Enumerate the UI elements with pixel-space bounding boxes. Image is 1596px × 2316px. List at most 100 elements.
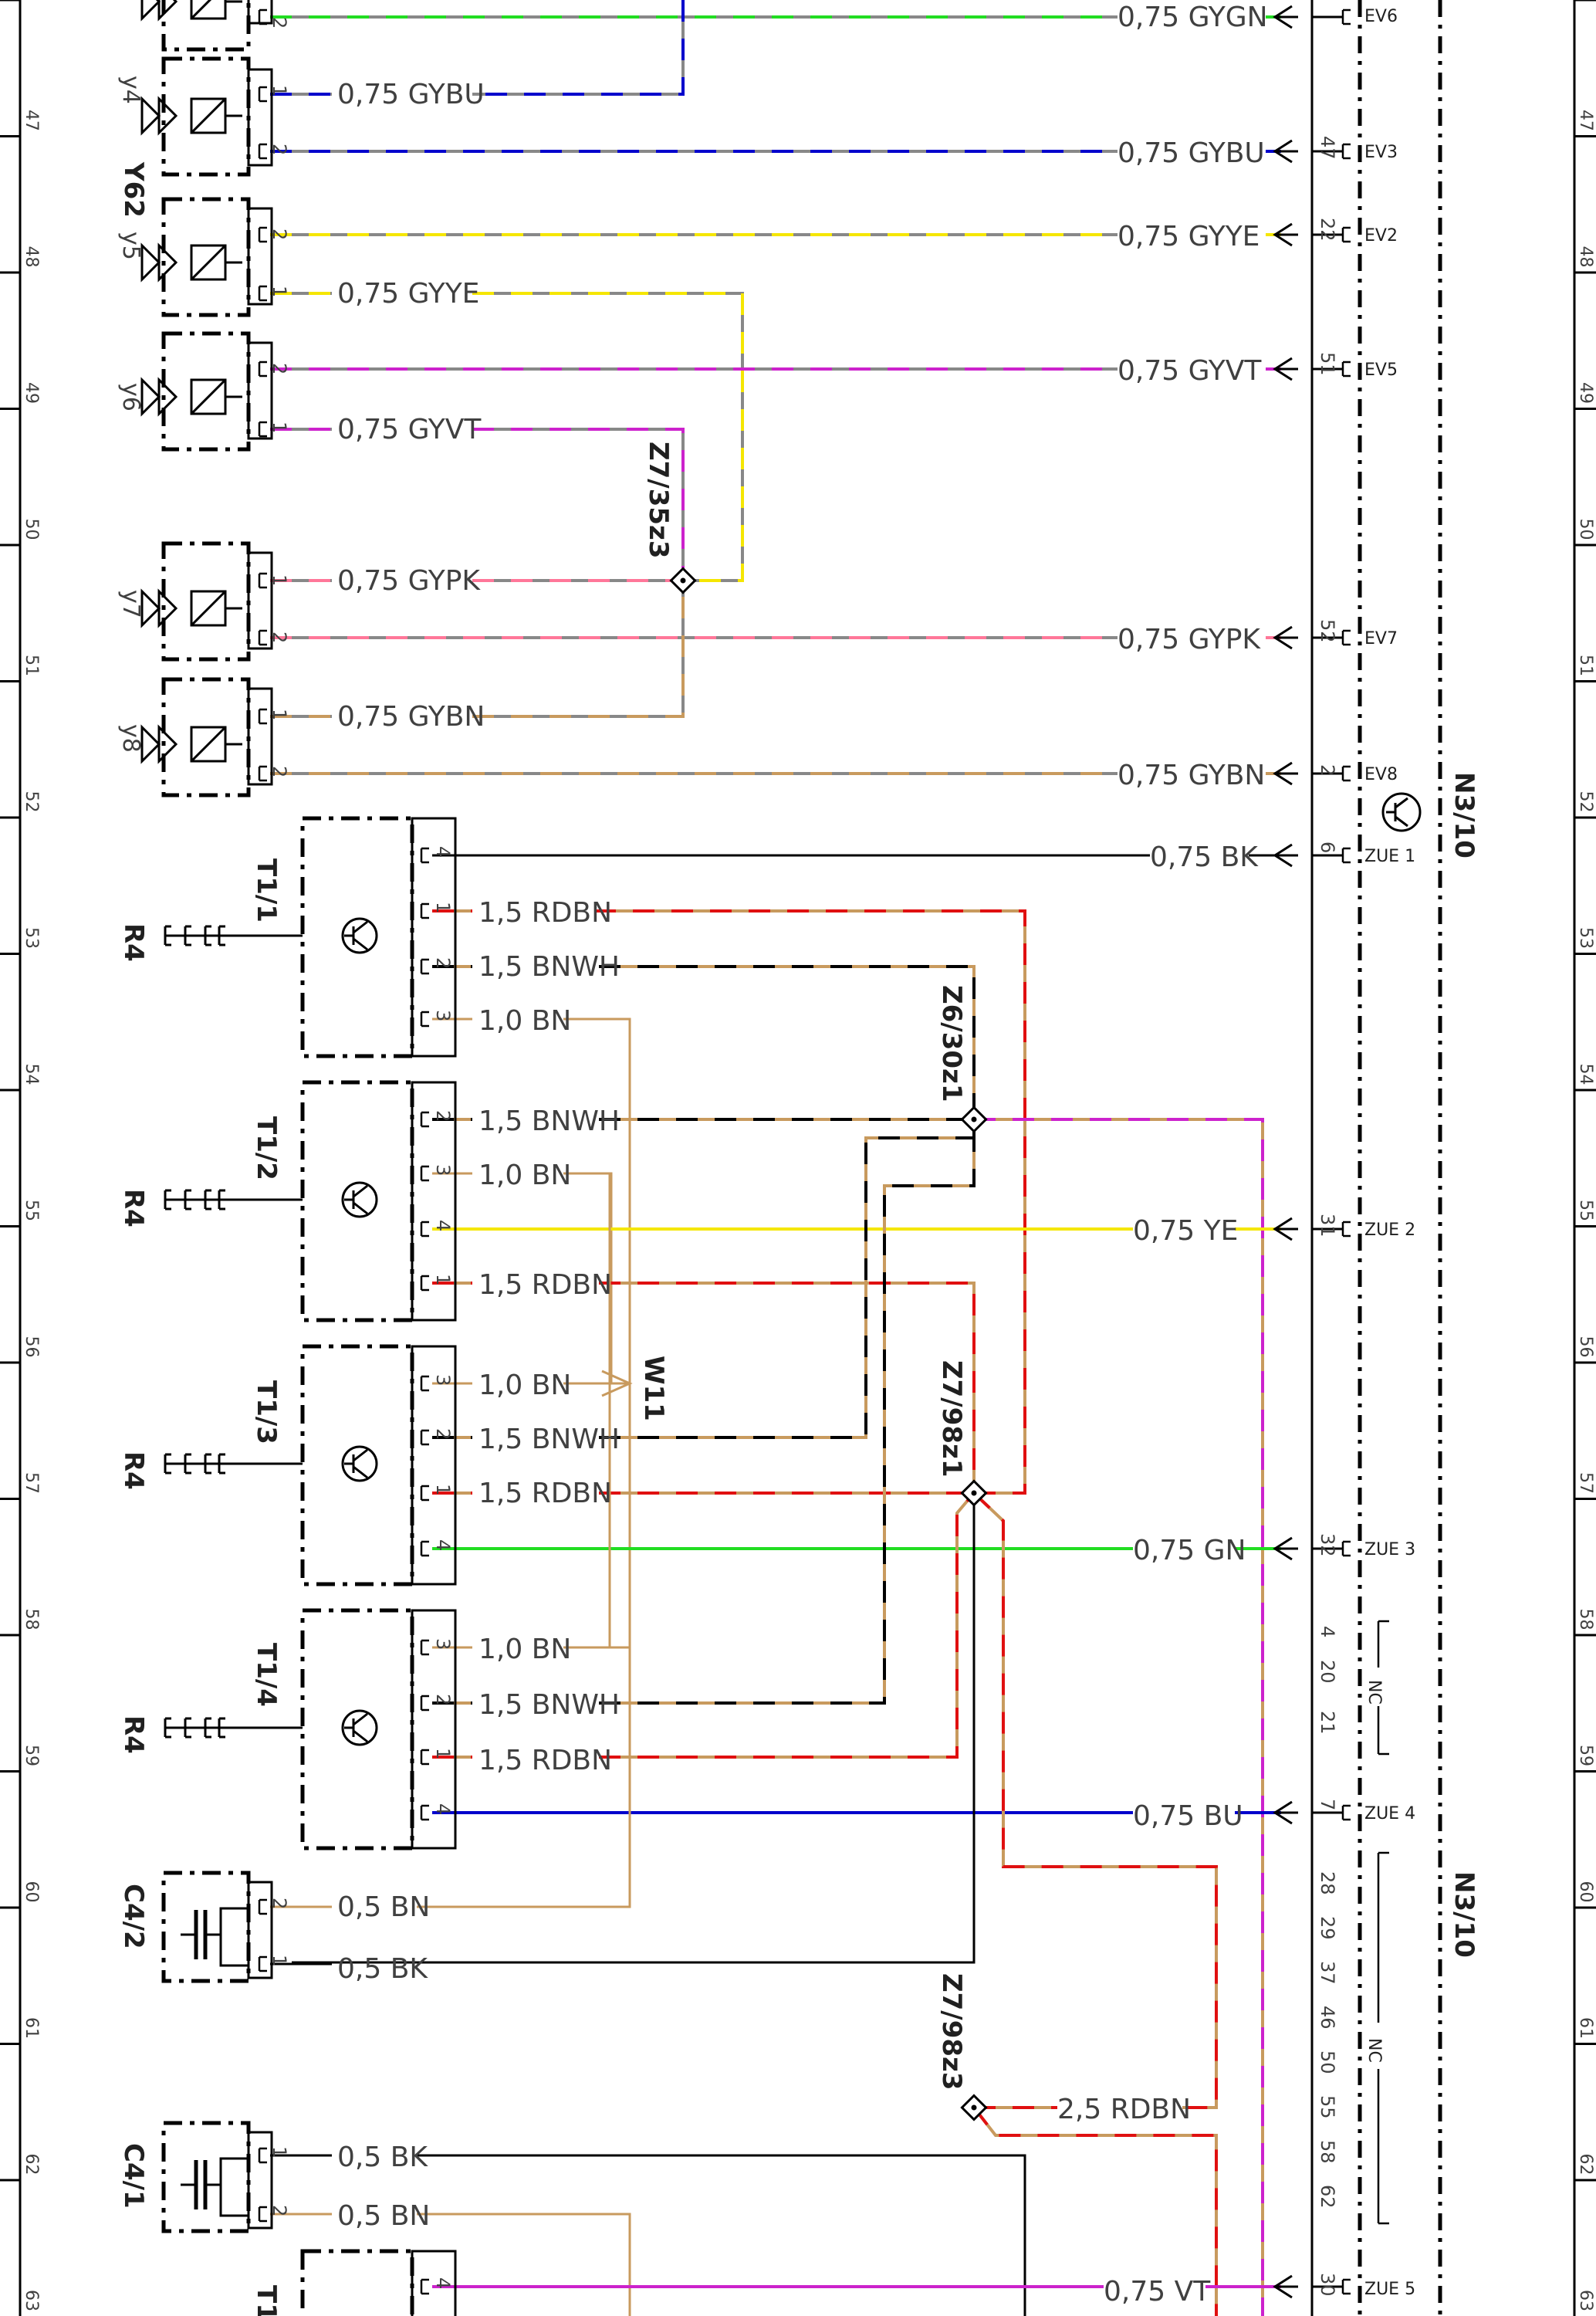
grid-number: 48 [1576,246,1595,268]
transistor-box-t1-4 [300,1608,414,1850]
component-label-n3-10: N3/10 [1449,1871,1479,1958]
nc-group-2: 28 29 37 46 50 55 58 62 NC [1317,1851,1389,2225]
pin-block [411,2250,457,2316]
pin-socket [420,1639,431,1656]
wire-label: 1,5 RDBN [478,1745,612,1776]
pin-number: 3 [432,1164,454,1176]
component-label-t1-2: T1/2 [251,1116,282,1180]
wire-bnwh [599,1119,976,1705]
pin-number: 55 [1317,2095,1338,2119]
valve-box-y6 [161,331,251,452]
connector-arrow [1273,139,1300,164]
pin-number: 32 [1317,1533,1338,1557]
pin-number: 51 [1317,352,1338,376]
pin-number: 2 [269,631,290,643]
pin-number: 7 [1317,1799,1338,1810]
wire-label: 1,5 BNWH [478,1689,620,1721]
pin-number: 1 [432,902,454,913]
sensor-r4-symbol [164,1453,259,1475]
pin-socket [420,902,431,919]
grid-number: 50 [22,519,41,540]
grid-number: 55 [22,1200,41,1221]
wire-bnwh [599,965,976,1119]
pin-number: 20 [1317,1660,1338,1684]
pin-number: 2 [269,1898,290,1909]
pin-socket [420,1540,431,1557]
solenoid-valve-symbol [140,726,244,763]
pin-socket [420,958,431,975]
connector-label: ZUE 3 [1364,1540,1415,1559]
grid-number: 62 [1576,2154,1595,2175]
grid-number: 49 [1576,382,1595,404]
wire-label: 1,5 BNWH [478,951,620,983]
wire-label: 0,5 BK [337,2142,428,2173]
wire-label: 1,5 RDBN [478,897,612,929]
grid-number: 52 [1576,791,1595,813]
pin-socket [420,1011,431,1028]
nc-group-1: 4 20 21 NC [1317,1620,1389,1756]
wire-label: 1,5 BNWH [478,1424,620,1455]
wire-label: 1,5 RDBN [478,1269,612,1301]
pin-number: 58 [1317,2140,1338,2164]
harness-label-w11: W11 [638,1356,669,1421]
transistor-symbol [341,1709,378,1746]
component-label-r4: R4 [118,1715,149,1754]
wire-rdbn-stripe [599,1282,976,1493]
solenoid-valve-symbol [140,97,244,134]
wire-layer [270,0,1281,2316]
connector-socket [1341,847,1352,864]
transistor-symbol [341,917,378,954]
wire-bn [417,1647,631,1908]
pin-block [411,1081,457,1322]
transistor-box-t1-5 [300,2249,414,2316]
connector-socket [1341,1804,1352,1821]
wire-bn [417,2213,631,2316]
connector-socket [1341,226,1352,243]
component-label-y8: y8 [117,724,144,753]
wire-label: 0,75 YE [1133,1215,1238,1247]
n3-10-transistor-symbol [1381,792,1422,832]
wire-label: 1,5 BNWH [478,1106,620,1137]
pin-number: 2 [269,144,290,155]
wire-label: 0,75 BK [1150,841,1259,873]
component-label-c4-1: C4/1 [118,2143,149,2209]
pin-number: 1 [432,1274,454,1285]
wire-rdbn-stripe [599,1492,976,1759]
grid-number: 60 [22,1881,41,1903]
wire-gyye-stripe [472,292,744,582]
valve-box-y8 [161,677,251,797]
wire-rdbn-bus [972,1492,1218,2109]
pin-number: 4 [432,1803,454,1815]
pin-socket [258,226,269,243]
sensor-r4-symbol [164,925,259,946]
pin-socket [420,1165,431,1182]
pin-socket [258,421,269,438]
pin-block [247,1881,273,1979]
wire-label: 0,75 GYYE [337,278,479,310]
wire-bn [563,1173,611,1649]
pin-number: 1 [269,709,290,720]
wire-gybn [472,581,685,718]
component-label-y5: y5 [117,232,144,260]
pin-block [247,687,273,786]
component-label-y4: y4 [117,76,144,104]
wire-label: 1,0 BN [478,1005,571,1037]
grid-number: 53 [1576,927,1595,949]
wire-label: 0,75 GYBN [337,701,485,733]
pin-socket [420,2278,431,2295]
wire-gyvt-stripe [472,428,685,581]
pin-number: 1 [269,422,290,433]
solenoid-valve-symbol [140,0,244,20]
pin-number: 3 [432,1638,454,1650]
pin-socket [420,1695,431,1712]
wire-rdbn [594,909,1026,1495]
connector-arrow [1273,357,1300,381]
connector-label: EV2 [1364,226,1398,245]
grid-number: 60 [1576,1881,1595,1903]
wire-gybu [472,0,685,96]
component-label-c4-2: C4/2 [118,1884,149,1949]
pin-socket [420,1485,431,1502]
splice-z7-35z3 [669,567,697,594]
pin-socket [258,1898,269,1915]
wire-label: 0,75 GYYE [1118,221,1260,252]
